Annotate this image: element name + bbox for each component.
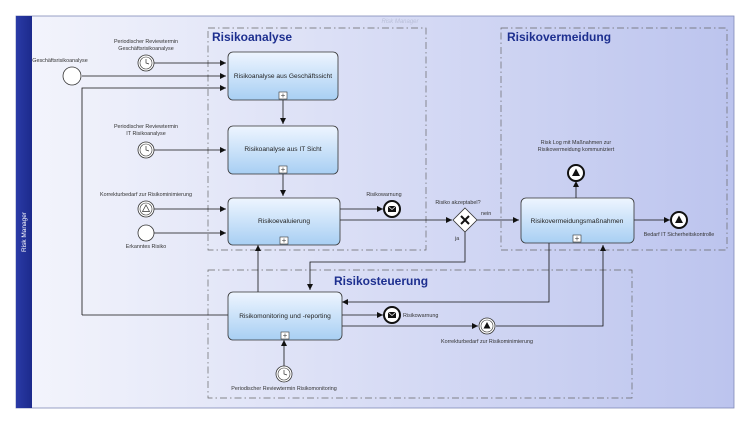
- label-timer2-line1: Periodischer Reviewtermin: [114, 124, 178, 130]
- label-it-sicherheitskontrolle: Bedarf IT Sicherheitskontrolle: [644, 232, 715, 238]
- task-label: Risikoanalyse aus Geschäftssicht: [234, 73, 332, 80]
- envelope-icon: [388, 206, 396, 212]
- label-erkanntes-risiko: Erkanntes Risiko: [126, 244, 166, 250]
- label-korrekturbedarf-out: Korrekturbedarf zur Risikominimierung: [441, 339, 533, 345]
- timer-event-risikomonitoring[interactable]: [275, 365, 293, 383]
- lane-label: Risk Manager: [21, 211, 28, 252]
- flow-t4-to-t5: [342, 243, 550, 305]
- clock-icon: [145, 146, 150, 152]
- task-risikovermeidungsmassnahmen[interactable]: Risikovermeidungsmaßnahmen: [520, 197, 635, 244]
- label-risikowarnung-bottom: Risikowarnung: [403, 313, 438, 319]
- group-risikosteuerung: [207, 269, 633, 399]
- clock-icon: [145, 59, 150, 65]
- pool-title: Risk Manager: [381, 19, 419, 25]
- label-risk-log-line1: Risk Log mit Maßnahmen zur: [541, 140, 612, 146]
- label-timer1-line1: Periodischer Reviewtermin: [114, 39, 178, 45]
- flow-gateway-yes-down: [307, 232, 466, 290]
- clock-icon: [283, 370, 288, 376]
- sequence-flows: [81, 60, 670, 366]
- label-timer1-line2: Geschäftsrisikoanalyse: [118, 46, 173, 52]
- start-event-geschaeftsrisikoanalyse[interactable]: [62, 66, 82, 86]
- label-timer2-line2: IT Risikoanalyse: [126, 131, 165, 137]
- label-timer-risikomonitoring: Periodischer Reviewtermin Risikomonitori…: [231, 386, 336, 392]
- triangle-filled-icon: [572, 168, 580, 176]
- task-label: Risikovermeidungsmaßnahmen: [531, 218, 624, 225]
- message-end-risikowarnung-bottom[interactable]: [383, 306, 401, 324]
- task-risikoanalyse-geschaeftssicht[interactable]: Risikoanalyse aus Geschäftssicht: [227, 51, 339, 101]
- signal-end-risk-log[interactable]: [567, 164, 585, 182]
- message-end-risikowarnung-top[interactable]: [383, 200, 401, 218]
- signal-event-korrekturbedarf[interactable]: [137, 200, 155, 218]
- timer-event-geschaeftsrisikoanalyse[interactable]: [137, 54, 155, 72]
- group-title-risikosteuerung: Risikosteuerung: [334, 274, 428, 288]
- group-risikoanalyse: [207, 27, 427, 251]
- signal-end-it-sicherheitskontrolle[interactable]: [670, 211, 688, 229]
- x-icon: [460, 215, 470, 225]
- flow-signal-out-to-t4: [496, 245, 606, 327]
- task-label: Risikoevaluierung: [258, 218, 310, 225]
- label-start-geschaeftsrisikoanalyse: Geschäftsrisikoanalyse: [32, 58, 87, 64]
- lane-header-bar: [16, 16, 32, 408]
- label-risikowarnung-top: Risikowarnung: [366, 192, 401, 198]
- group-title-risikovermeidung: Risikovermeidung: [507, 30, 611, 44]
- task-risikoanalyse-it-sicht[interactable]: Risikoanalyse aus IT Sicht: [227, 125, 339, 175]
- label-gateway-no: nein: [481, 211, 491, 217]
- flow-loop-to-t1: [81, 85, 226, 315]
- group-risikovermeidung: [500, 27, 728, 251]
- group-title-risikoanalyse: Risikoanalyse: [212, 30, 292, 44]
- label-risk-log-line2: Risikovermeidung kommuniziert: [538, 147, 615, 153]
- label-gateway-question: Risiko akzeptabel?: [435, 200, 480, 206]
- triangle-icon: [141, 204, 151, 212]
- task-risikoevaluierung[interactable]: Risikoevaluierung: [227, 197, 341, 246]
- timer-event-it-risikoanalyse[interactable]: [137, 141, 155, 159]
- envelope-icon: [388, 312, 396, 318]
- start-event-erkanntes-risiko[interactable]: [137, 224, 155, 242]
- signal-intermediate-korrekturbedarf[interactable]: [478, 317, 496, 335]
- task-label: Risikoanalyse aus IT Sicht: [244, 146, 321, 153]
- label-signal-korrekturbedarf: Korrekturbedarf zur Risikominimierung: [100, 192, 192, 198]
- task-label: Risikomonitoring und -reporting: [239, 313, 331, 320]
- triangle-filled-icon: [483, 322, 491, 329]
- label-gateway-yes: ja: [454, 236, 459, 242]
- task-risikomonitoring-reporting[interactable]: Risikomonitoring und -reporting: [227, 291, 343, 341]
- exclusive-gateway-risiko-akzeptabel[interactable]: [452, 207, 478, 233]
- triangle-filled-icon: [675, 215, 683, 223]
